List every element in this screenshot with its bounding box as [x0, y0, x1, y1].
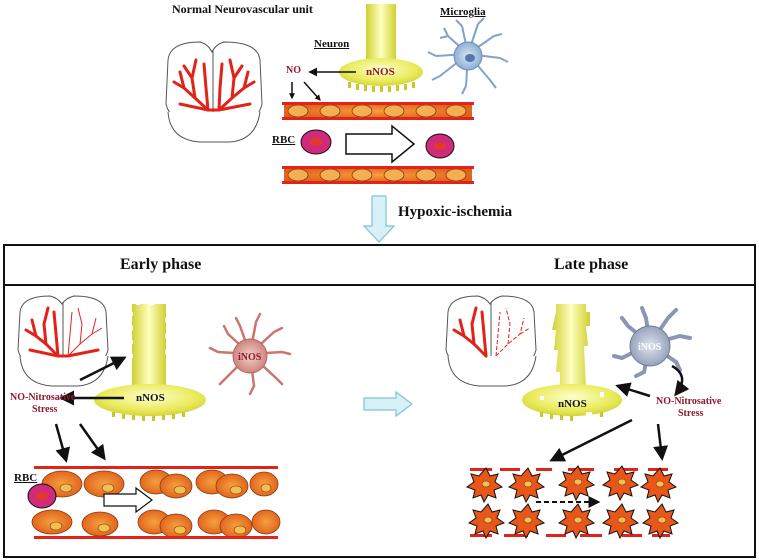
late-microglia — [612, 306, 692, 378]
top-rbc-label: RBC — [272, 134, 296, 146]
normal-vessel-lower — [282, 166, 474, 184]
early-vessel-lower — [31, 509, 281, 539]
early-neuron — [94, 302, 206, 421]
early-stress-line2: Stress — [32, 404, 58, 415]
late-stress-line2: Stress — [678, 408, 704, 419]
early-stress-line1: NO-Nitrosative — [10, 392, 76, 403]
early-nnos-label: nNOS — [136, 392, 165, 404]
phase-transition-arrow — [363, 390, 413, 418]
top-nnos-label: nNOS — [366, 66, 395, 78]
hypoxic-ischemia-label: Hypoxic-ischemia — [398, 204, 513, 220]
late-stress-line1: NO-Nitrosative — [656, 396, 722, 407]
phases-body-frame — [3, 284, 756, 558]
flow-arrow-open — [345, 124, 416, 164]
hypoxic-arrow — [362, 195, 396, 243]
normal-vessel-upper — [282, 102, 474, 120]
late-neuron — [522, 304, 622, 421]
late-nnos-label: nNOS — [558, 398, 587, 410]
early-rbc — [27, 483, 57, 509]
normal-microglia — [427, 17, 509, 95]
top-no-label: NO — [286, 65, 301, 76]
neuron-label: Neuron — [314, 38, 350, 50]
early-rbc-label: RBC — [14, 472, 38, 484]
normal-rbc-right — [425, 133, 455, 159]
early-brain — [17, 295, 109, 387]
late-inos-label: iNOS — [638, 342, 662, 353]
microglia-label: Microglia — [440, 6, 486, 18]
late-brain — [445, 295, 537, 387]
early-phase-title: Early phase — [120, 256, 202, 273]
late-vessel-damaged — [465, 465, 680, 540]
top-title: Normal Neurovascular unit — [172, 2, 313, 16]
normal-neuron — [339, 4, 423, 92]
normal-rbc-left — [300, 129, 332, 155]
early-microglia — [208, 312, 292, 396]
early-flow-arrow — [103, 486, 153, 514]
late-phase-title: Late phase — [554, 256, 629, 273]
early-inos-label: iNOS — [238, 352, 262, 363]
early-vessel-upper — [34, 466, 279, 499]
normal-brain — [165, 41, 263, 143]
